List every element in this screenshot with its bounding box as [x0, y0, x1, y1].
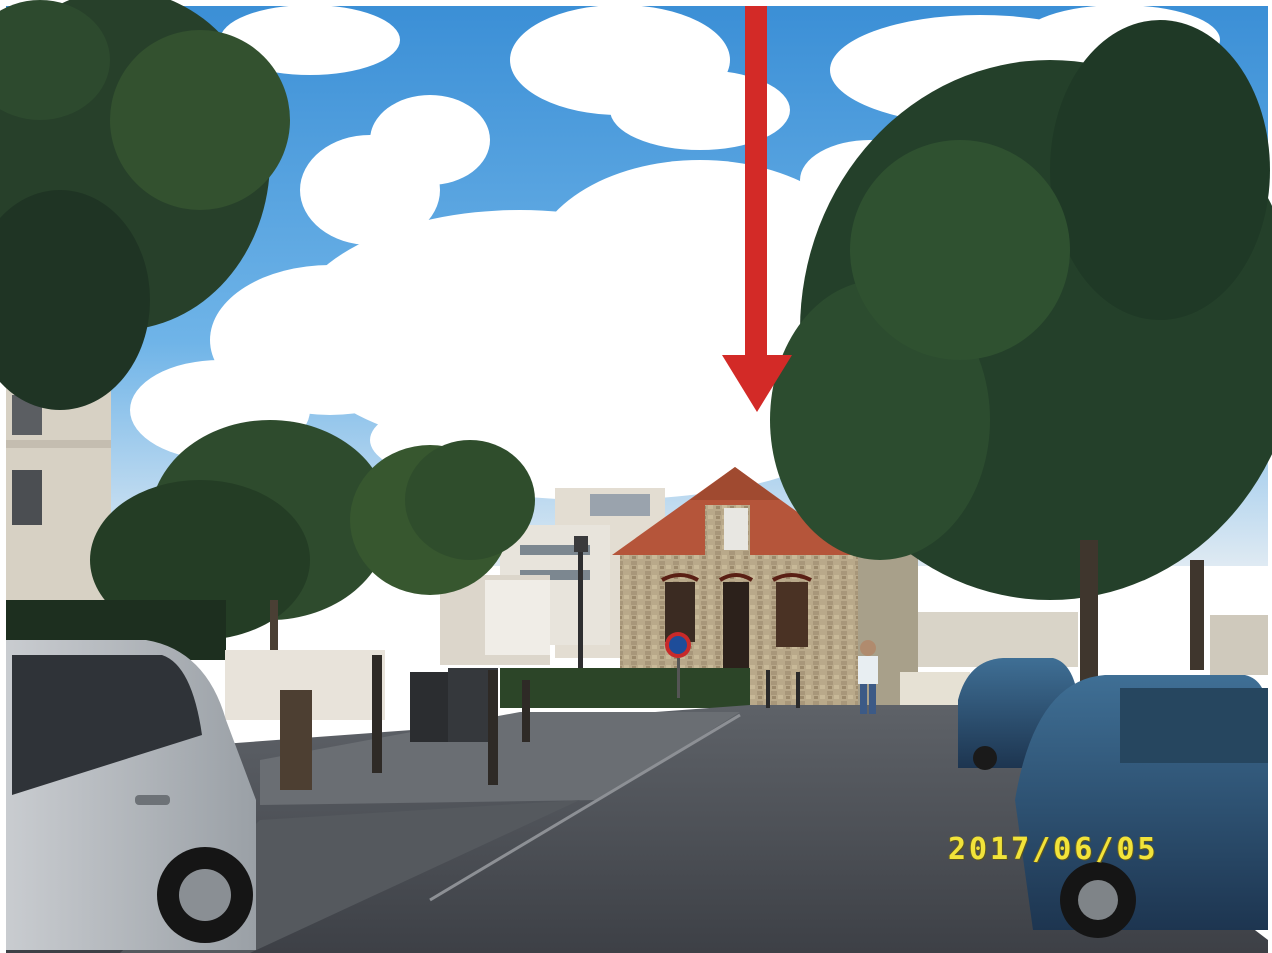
left-tree	[0, 0, 290, 410]
right-tree	[770, 20, 1272, 690]
date-stamp: 2017/06/05	[948, 832, 1159, 867]
street-furniture	[280, 536, 800, 790]
pedestrian	[858, 640, 878, 714]
middle-trees	[90, 420, 535, 680]
silver-car-left	[6, 640, 256, 950]
parked-cars-right	[958, 658, 1268, 938]
right-wall	[900, 612, 1268, 710]
red-arrow	[722, 6, 792, 412]
street	[6, 705, 1268, 953]
